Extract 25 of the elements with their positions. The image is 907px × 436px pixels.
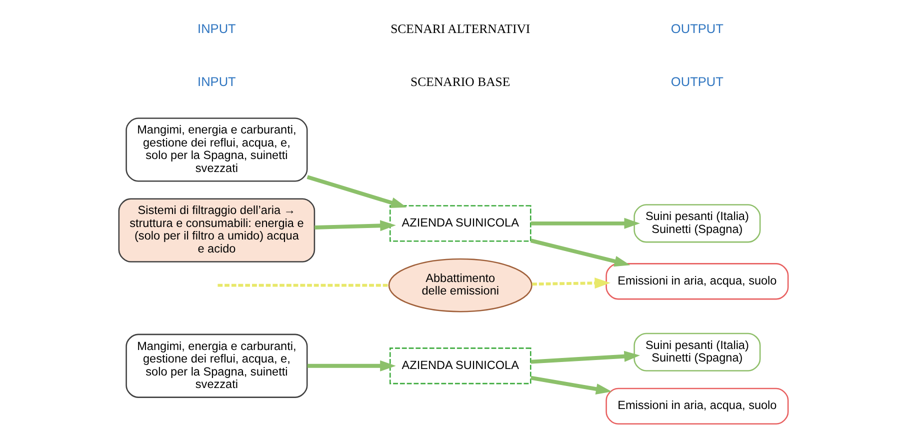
- label: SCENARI ALTERNATIVI: [390, 22, 530, 36]
- node-box: Suini pesanti (Italia) Suinetti (Spagna): [634, 204, 761, 243]
- label: INPUT: [198, 74, 236, 90]
- node-box: Emissioni in aria, acqua, suolo: [606, 263, 789, 300]
- arrow: [314, 220, 396, 232]
- arrow: [530, 350, 640, 364]
- label: INPUT: [198, 21, 236, 36]
- node-ellipse: Abbattimento delle emissioni: [388, 258, 532, 312]
- label: OUTPUT: [670, 21, 724, 36]
- arrow: [530, 218, 640, 229]
- node-box: AZIENDA SUINICOLA: [389, 205, 532, 242]
- arrow: [530, 238, 630, 267]
- arrow: [307, 360, 396, 372]
- label: OUTPUT: [670, 74, 724, 90]
- node-box: Sistemi di filtraggio dell’aria → struttura e consumabili: energia e (solo per il filtro a umido) acqua e acido: [118, 198, 316, 262]
- node-box: AZIENDA SUINICOLA: [389, 348, 532, 384]
- node-box: Mangimi, energia e carburanti, gestione dei reflui, acqua, e, solo per la Spagna, suinetti svezzati: [126, 118, 308, 182]
- node-box: Mangimi, energia e carburanti, gestione dei reflui, acqua, e, solo per la Spagna, suinetti svezzati: [126, 334, 308, 398]
- node-box: Suini pesanti (Italia) Suinetti (Spagna): [634, 332, 761, 372]
- label: SCENARIO BASE: [410, 75, 510, 90]
- arrow: [530, 376, 612, 394]
- arrow: [532, 278, 610, 289]
- node-box: Emissioni in aria, acqua, suolo: [606, 388, 789, 424]
- arrow: [306, 175, 407, 208]
- connector: [218, 284, 389, 287]
